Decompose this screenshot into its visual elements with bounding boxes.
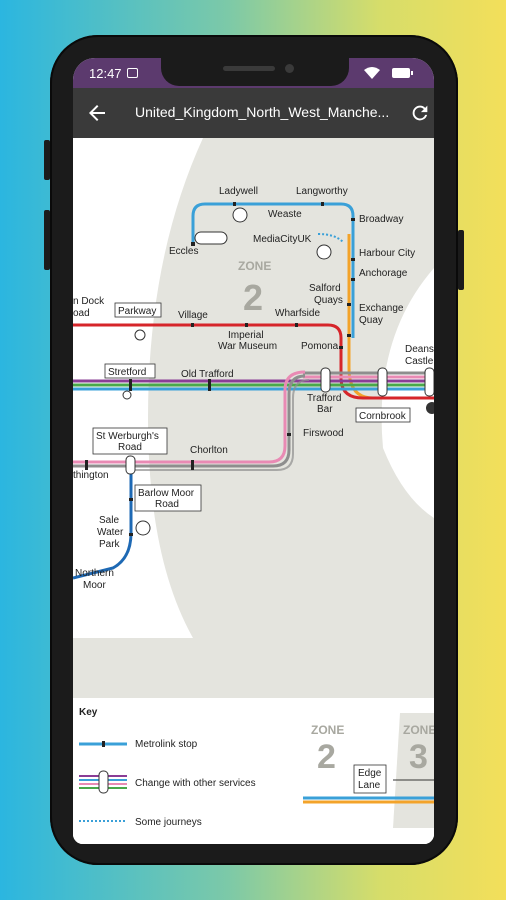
stop-deansgate-castlefield: Castle bbox=[405, 356, 434, 367]
bus-rail-icon bbox=[194, 231, 228, 245]
map-viewer[interactable]: ZONE 2 bbox=[73, 138, 434, 844]
key-some-journeys: Some journeys bbox=[135, 817, 202, 828]
camera-notch bbox=[161, 58, 349, 86]
change-station-trafford-bar bbox=[320, 367, 331, 393]
stop-parkway: Parkway bbox=[118, 306, 156, 317]
phone-side-button bbox=[458, 230, 464, 290]
wifi-icon bbox=[364, 67, 380, 79]
change-station-deansgate bbox=[424, 367, 434, 397]
stop-pomona: Pomona bbox=[301, 341, 339, 352]
stop-trafford-bar: Trafford bbox=[307, 393, 341, 404]
stop-edge-lane: Lane bbox=[358, 780, 381, 791]
stop-pomona-dock: n Dock bbox=[73, 296, 105, 307]
stop-exchange-quay: Quay bbox=[359, 315, 383, 326]
image-notification-icon bbox=[127, 68, 138, 78]
eccles-line bbox=[191, 202, 355, 338]
stop-trafford-bar: Bar bbox=[317, 404, 333, 415]
stop-chorlton: Chorlton bbox=[190, 445, 228, 456]
phone-side-button bbox=[44, 140, 50, 180]
label-box bbox=[92, 427, 168, 455]
zone-label: ZONE bbox=[238, 259, 271, 273]
key-zone-3-number: 3 bbox=[409, 738, 428, 776]
stop-broadway: Broadway bbox=[359, 214, 403, 225]
zone-2-area-edge bbox=[73, 638, 268, 698]
stop-salford-quays: Quays bbox=[314, 295, 343, 306]
key-stop-tick bbox=[102, 741, 105, 747]
stop-mediacityuk: MediaCityUK bbox=[253, 234, 312, 245]
stop-firswood: Firswood bbox=[303, 428, 344, 439]
parking-icon bbox=[134, 329, 146, 341]
label-box bbox=[355, 407, 411, 423]
park-ride-icon bbox=[316, 244, 332, 260]
stop-barlow-moor-road: Barlow Moor bbox=[138, 488, 195, 499]
stop-deansgate-castlefield: Deans bbox=[405, 344, 434, 355]
stop-withington: thington bbox=[73, 470, 109, 481]
status-time: 12:47 bbox=[89, 66, 122, 81]
stop-salford-quays: Salford bbox=[309, 283, 341, 294]
label-box bbox=[353, 764, 387, 794]
refresh-icon[interactable] bbox=[409, 102, 431, 124]
key-zone-2-number: 2 bbox=[317, 738, 336, 776]
label-box bbox=[134, 484, 202, 512]
page-title: United_Kingdom_North_West_Manche... bbox=[135, 104, 390, 120]
stop-exchange-quay: Exchange bbox=[359, 303, 404, 314]
stop-ladywell: Ladywell bbox=[219, 186, 258, 197]
stop-wharfside: Wharfside bbox=[275, 308, 320, 319]
battery-icon bbox=[392, 68, 413, 78]
phone-screen: 12:47 United_Kingdom_North_West_Manche..… bbox=[73, 58, 434, 844]
rail-icon bbox=[426, 402, 434, 414]
stop-village: Village bbox=[178, 310, 208, 321]
stop-weaste: Weaste bbox=[268, 209, 302, 220]
stop-st-werburghs-road: Road bbox=[118, 442, 142, 453]
stop-edge-lane: Edge bbox=[358, 768, 382, 779]
back-arrow-icon[interactable] bbox=[85, 101, 109, 125]
parking-icon bbox=[122, 390, 132, 400]
stop-st-werburghs-road: St Werburgh's bbox=[96, 431, 159, 442]
change-station-cornbrook bbox=[377, 367, 388, 397]
stop-eccles: Eccles bbox=[169, 246, 198, 257]
park-ride-icon bbox=[232, 207, 248, 223]
app-bar: United_Kingdom_North_West_Manche... bbox=[73, 88, 434, 138]
stop-northern-moor: Moor bbox=[83, 580, 106, 591]
front-camera bbox=[285, 64, 294, 73]
stop-harbour-city: Harbour City bbox=[359, 248, 415, 259]
east-didsbury-line bbox=[73, 323, 434, 400]
stop-sale-water-park: Sale bbox=[99, 515, 119, 526]
stop-barlow-moor-road: Road bbox=[155, 499, 179, 510]
stop-anchorage: Anchorage bbox=[359, 268, 408, 279]
tram-network-map: ZONE 2 bbox=[73, 138, 434, 844]
stop-langworthy: Langworthy bbox=[296, 186, 348, 197]
stop-stretford: Stretford bbox=[108, 367, 146, 378]
key-zone-label: ZONE bbox=[403, 723, 434, 737]
key-heading: Key bbox=[79, 707, 98, 718]
label-box bbox=[114, 302, 162, 318]
change-station-st-werburghs bbox=[125, 455, 136, 475]
stop-cornbrook: Cornbrook bbox=[359, 411, 407, 422]
key-zone-label: ZONE bbox=[311, 723, 344, 737]
phone-side-button bbox=[44, 210, 50, 270]
key-change-services: Change with other services bbox=[135, 778, 256, 789]
key-metrolink-stop: Metrolink stop bbox=[135, 739, 198, 750]
stop-markers bbox=[85, 202, 355, 536]
label-box bbox=[104, 363, 156, 379]
chorlton-line-bundle bbox=[73, 370, 310, 471]
zone-2-number: 2 bbox=[243, 277, 263, 318]
some-journeys-line bbox=[317, 233, 344, 243]
stop-sale-water-park: Water bbox=[97, 527, 124, 538]
stop-imperial-war-museum: War Museum bbox=[218, 341, 277, 352]
stop-northern-moor: Northern bbox=[75, 568, 114, 579]
stop-imperial-war-museum: Imperial bbox=[228, 330, 264, 341]
stop-sale-water-park: Park bbox=[99, 539, 121, 550]
speaker-grille bbox=[223, 66, 275, 71]
status-bar: 12:47 bbox=[73, 58, 434, 88]
key-change-symbol bbox=[79, 770, 127, 794]
park-ride-icon bbox=[135, 520, 151, 536]
stop-old-trafford: Old Trafford bbox=[181, 369, 234, 380]
stop-pomona-dock: oad bbox=[73, 308, 90, 319]
